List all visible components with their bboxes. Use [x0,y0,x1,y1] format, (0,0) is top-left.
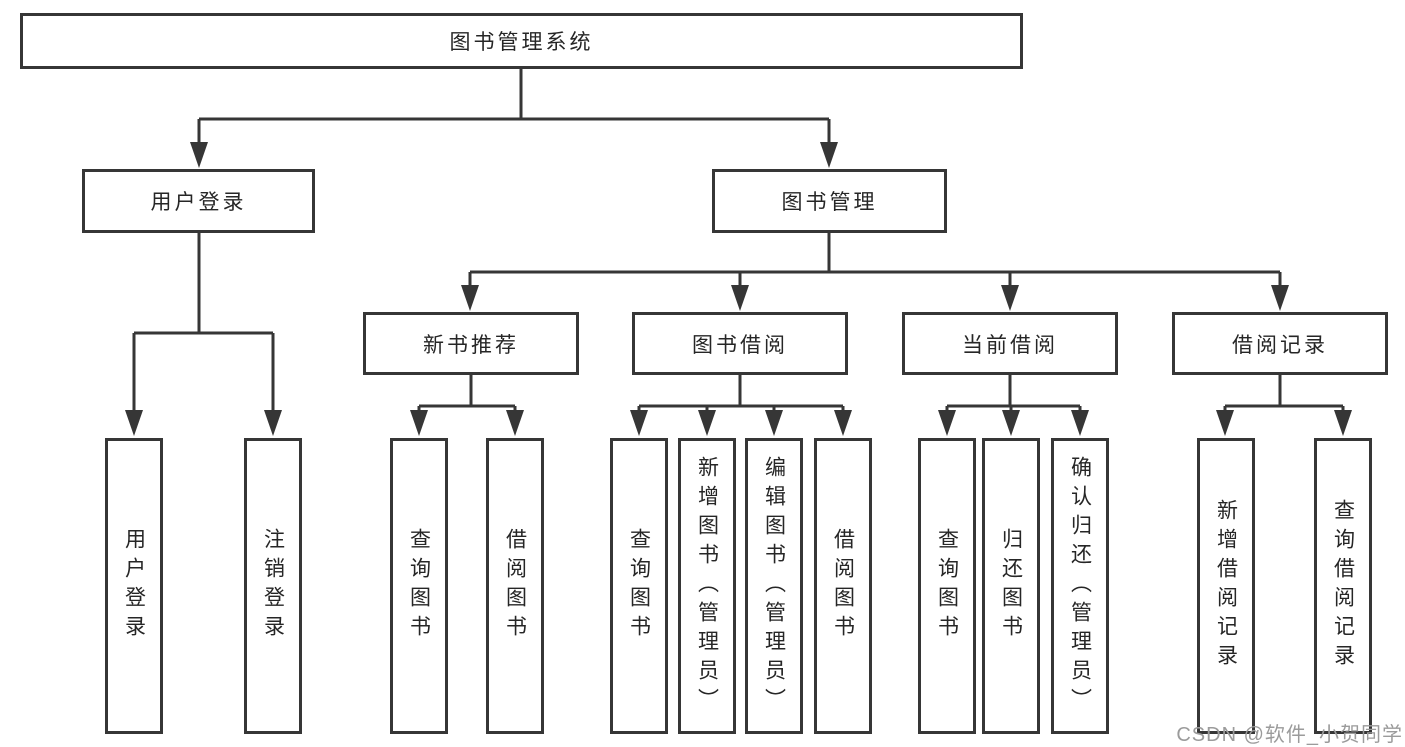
leaf-return-book-label: 归还图书 [999,528,1023,644]
leaf-query-books-b-label: 查询图书 [627,528,651,644]
connector-root-to-level2 [197,69,831,150]
leaf-query-record-label: 查询借阅记录 [1331,499,1355,673]
leaf-borrow-books-b: 借阅图书 [814,438,872,734]
arrowhead-current-borrow [1001,285,1019,311]
connector-current-borrow-to-leaves [945,375,1082,415]
connector-book-mgmt-to-sections [468,233,1282,292]
node-book-borrow-label: 图书借阅 [692,333,788,357]
arrowhead-new-book [461,285,479,311]
leaf-user-login: 用户登录 [105,438,163,734]
leaf-borrow-books-a: 借阅图书 [486,438,544,734]
node-new-book-recommend: 新书推荐 [363,312,579,375]
arrowhead-leaf-edit-book [765,410,783,436]
leaf-add-book: 新增图书（管理员） [678,438,736,734]
arrowhead-leaf-borrow-books-b [834,410,852,436]
node-current-borrow-label: 当前借阅 [962,333,1058,357]
leaf-borrow-books-b-label: 借阅图书 [831,528,855,644]
arrowhead-borrow-records [1271,285,1289,311]
arrowhead-leaf-add-book [698,410,716,436]
connector-book-borrow-to-leaves [637,375,845,415]
leaf-confirm-return: 确认归还（管理员） [1051,438,1109,734]
node-root: 图书管理系统 [20,13,1023,69]
node-borrow-records: 借阅记录 [1172,312,1388,375]
leaf-query-books-c: 查询图书 [918,438,976,734]
leaf-add-record: 新增借阅记录 [1197,438,1255,734]
arrowhead-leaf-add-record [1216,410,1234,436]
arrowhead-user-login [190,142,208,168]
arrowhead-leaf-query-record [1334,410,1352,436]
leaf-query-record: 查询借阅记录 [1314,438,1372,734]
leaf-query-books-c-label: 查询图书 [935,528,959,644]
arrowhead-leaf-confirm-return [1071,410,1089,436]
leaf-logout: 注销登录 [244,438,302,734]
arrowhead-leaf-return-book [1002,410,1020,436]
arrowhead-leaf-logout [264,410,282,436]
leaf-borrow-books-a-label: 借阅图书 [503,528,527,644]
node-user-login-label: 用户登录 [150,191,247,214]
leaf-add-record-label: 新增借阅记录 [1214,499,1238,673]
leaf-edit-book-label: 编辑图书（管理员） [762,455,786,717]
node-book-borrow: 图书借阅 [632,312,848,375]
node-new-book-recommend-label: 新书推荐 [423,333,519,357]
connector-borrow-records-to-leaves [1223,375,1345,415]
connector-user-login-to-leaves [132,233,275,415]
arrowhead-book-borrow [731,285,749,311]
leaf-edit-book: 编辑图书（管理员） [745,438,803,734]
leaf-query-books-b: 查询图书 [610,438,668,734]
arrowhead-leaf-query-books-b [630,410,648,436]
watermark: CSDN @软件_小贺同学 [1176,724,1403,746]
arrowhead-leaf-borrow-books-a [506,410,524,436]
leaf-return-book: 归还图书 [982,438,1040,734]
leaf-confirm-return-label: 确认归还（管理员） [1068,455,1092,717]
leaf-query-books-a: 查询图书 [390,438,448,734]
node-user-login: 用户登录 [82,169,315,233]
leaf-user-login-label: 用户登录 [122,528,146,644]
node-book-mgmt: 图书管理 [712,169,947,233]
arrowhead-leaf-query-books-c [938,410,956,436]
node-root-label: 图书管理系统 [449,31,594,54]
leaf-query-books-a-label: 查询图书 [407,528,431,644]
node-book-mgmt-label: 图书管理 [781,191,878,214]
arrowhead-leaf-query-books-a [410,410,428,436]
arrowhead-leaf-user-login [125,410,143,436]
leaf-add-book-label: 新增图书（管理员） [695,455,719,717]
leaf-logout-label: 注销登录 [261,528,285,644]
node-borrow-records-label: 借阅记录 [1232,333,1328,357]
node-current-borrow: 当前借阅 [902,312,1118,375]
connector-new-book-to-leaves [417,375,517,415]
arrowhead-book-mgmt [820,142,838,168]
